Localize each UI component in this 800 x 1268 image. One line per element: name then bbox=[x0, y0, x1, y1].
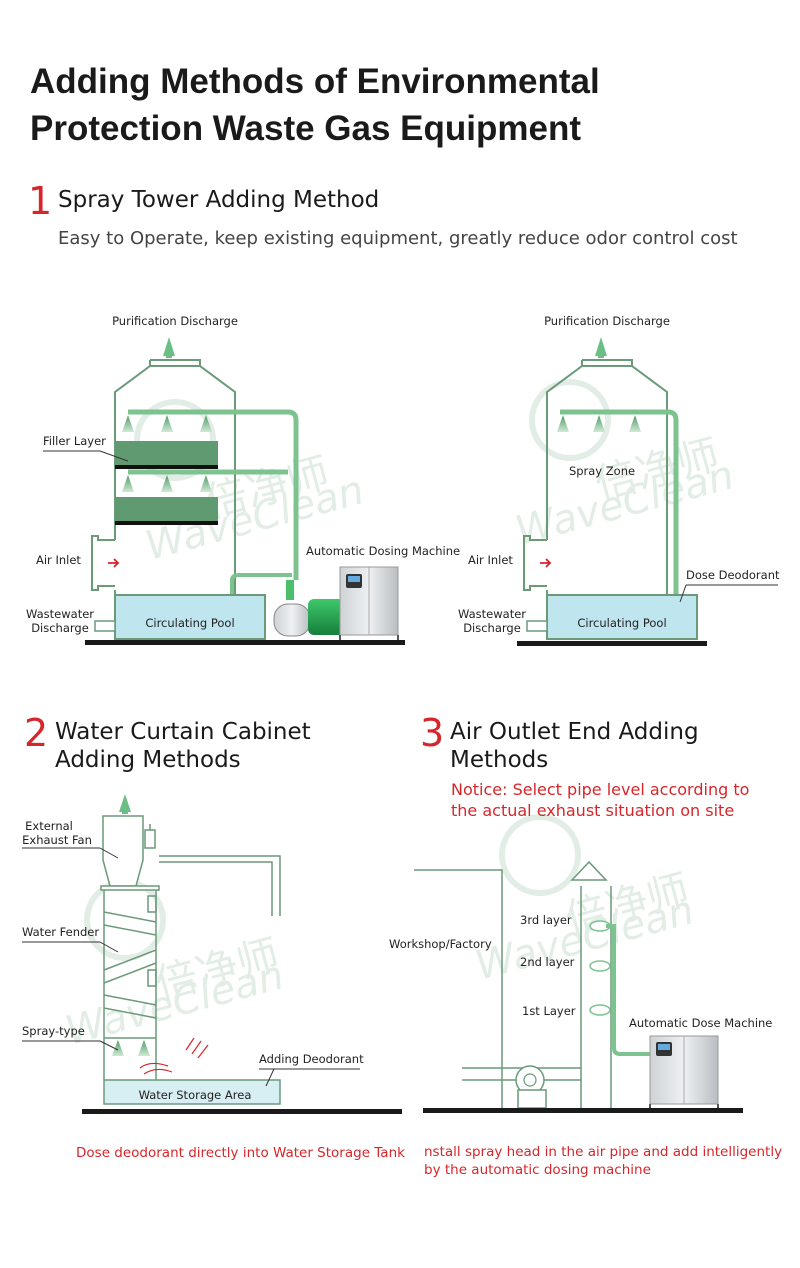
section-3-notice-line2: the actual exhaust situation on site bbox=[451, 801, 735, 820]
d2-air-inlet-pipe bbox=[523, 535, 547, 591]
d1-purification-label: Purification Discharge bbox=[112, 314, 238, 328]
diagram-4-air-outlet: Workshop/Factory 3rd layer 2nd layer 1st… bbox=[389, 860, 772, 1113]
section-2-note: Dose deodorant directly into Water Stora… bbox=[76, 1145, 405, 1161]
section-1-number: 1 bbox=[28, 179, 53, 223]
d1-nozzles-mid bbox=[122, 475, 212, 492]
d3-adding-deodorant-label: Adding Deodorant bbox=[259, 1052, 364, 1066]
d1-pump bbox=[273, 603, 311, 637]
diagram-1-spray-tower: Purification Discharge Air Inlet Filler bbox=[26, 314, 460, 645]
d4-chimney bbox=[580, 886, 612, 1108]
d4-dose-machine-label: Automatic Dose Machine bbox=[629, 1016, 772, 1030]
d1-inlet-arrow-icon bbox=[108, 558, 120, 568]
d3-water-storage-label: Water Storage Area bbox=[139, 1088, 252, 1102]
d1-wastewater-line1: Wastewater bbox=[26, 607, 94, 621]
d2-purification-label: Purification Discharge bbox=[544, 314, 670, 328]
d4-workshop-wall bbox=[414, 869, 503, 1108]
d3-ground bbox=[82, 1109, 402, 1114]
diagram-2-spray-zone: Purification Discharge Air Inlet Spray Z… bbox=[458, 314, 780, 646]
d2-ground bbox=[517, 641, 707, 646]
d1-nozzles-top bbox=[122, 415, 212, 432]
d1-spray-pipe-top bbox=[128, 409, 299, 580]
d2-nozzles bbox=[557, 415, 641, 432]
page-title: Adding Methods of Environmental Protecti… bbox=[30, 62, 600, 148]
d2-discharge-arrow-icon bbox=[595, 337, 607, 356]
d4-spray-layers bbox=[589, 920, 611, 1016]
d1-circulating-pool bbox=[114, 594, 266, 640]
d2-spray-zone-label: Spray Zone bbox=[569, 464, 635, 478]
d3-discharge-arrow-icon bbox=[119, 794, 131, 812]
section-3-number: 3 bbox=[420, 711, 445, 755]
section-3-note-line2: by the automatic dosing machine bbox=[424, 1162, 651, 1178]
section-3-notice-line1: Notice: Select pipe level according to bbox=[451, 780, 750, 799]
d2-inlet-arrow-icon bbox=[540, 558, 552, 568]
watermark-3: 倍净师 WaveClean bbox=[61, 879, 289, 1055]
d1-ground bbox=[85, 640, 405, 645]
d3-water-fenders bbox=[103, 895, 157, 1019]
d1-dosing-machine-label: Automatic Dosing Machine bbox=[306, 544, 460, 558]
d3-spray-nozzles bbox=[112, 1040, 150, 1056]
d4-chimney-cap bbox=[570, 860, 608, 881]
d3-airflow-icon bbox=[139, 1037, 209, 1075]
d3-exhaust-fan bbox=[102, 815, 144, 887]
d3-water-fender-label: Water Fender bbox=[22, 925, 99, 939]
d1-discharge-arrow-icon bbox=[163, 337, 175, 356]
watermark-4: 倍净师 WaveClean bbox=[471, 814, 699, 990]
d2-air-inlet-label: Air Inlet bbox=[468, 553, 513, 567]
d3-external-line2: Exhaust Fan bbox=[22, 833, 92, 847]
section-2-title-line2: Adding Methods bbox=[55, 747, 241, 773]
section-3-note-line1: nstall spray head in the air pipe and ad… bbox=[424, 1144, 783, 1160]
d2-wastewater-line1: Wastewater bbox=[458, 607, 526, 621]
section-1-subtitle: Easy to Operate, keep existing equipment… bbox=[58, 228, 738, 249]
d3-water-storage bbox=[103, 1079, 281, 1105]
d2-circulating-pool bbox=[546, 594, 698, 640]
d3-spray-type-label: Spray-type bbox=[22, 1024, 85, 1038]
d1-motor bbox=[308, 599, 344, 635]
d4-dosing-pipe bbox=[606, 924, 655, 1056]
d1-filler-layer-2 bbox=[115, 497, 218, 521]
d1-filler-layer-1 bbox=[115, 441, 218, 465]
section-3-title-line1: Air Outlet End Adding bbox=[450, 719, 699, 745]
d4-layer1-label: 1st Layer bbox=[522, 1004, 576, 1018]
d2-wastewater-line2: Discharge bbox=[463, 621, 521, 635]
section-2-title-line1: Water Curtain Cabinet bbox=[55, 719, 311, 745]
d1-pool-label: Circulating Pool bbox=[145, 616, 234, 630]
d1-air-inlet-pipe bbox=[91, 535, 115, 591]
d2-spray-pipe bbox=[560, 409, 679, 620]
d2-pool-label: Circulating Pool bbox=[577, 616, 666, 630]
d1-filler-label: Filler Layer bbox=[43, 434, 106, 448]
section-1-title: Spray Tower Adding Method bbox=[58, 187, 380, 213]
d3-external-line1: External bbox=[25, 819, 73, 833]
d4-layer2-label: 2nd layer bbox=[520, 955, 575, 969]
d1-air-inlet-label: Air Inlet bbox=[36, 553, 81, 567]
d1-wastewater-line2: Discharge bbox=[31, 621, 89, 635]
diagram-3-water-curtain: External Exhaust Fan Water Fender Spra bbox=[22, 794, 402, 1114]
section-2-number: 2 bbox=[24, 711, 49, 755]
d4-layer3-label: 3rd layer bbox=[520, 913, 572, 927]
section-3-title-line2: Methods bbox=[450, 747, 549, 773]
d4-workshop-label: Workshop/Factory bbox=[389, 937, 492, 951]
d4-ground bbox=[423, 1108, 743, 1113]
d2-dose-deodorant-label: Dose Deodorant bbox=[686, 568, 780, 582]
d3-hood-pipe bbox=[159, 855, 281, 916]
